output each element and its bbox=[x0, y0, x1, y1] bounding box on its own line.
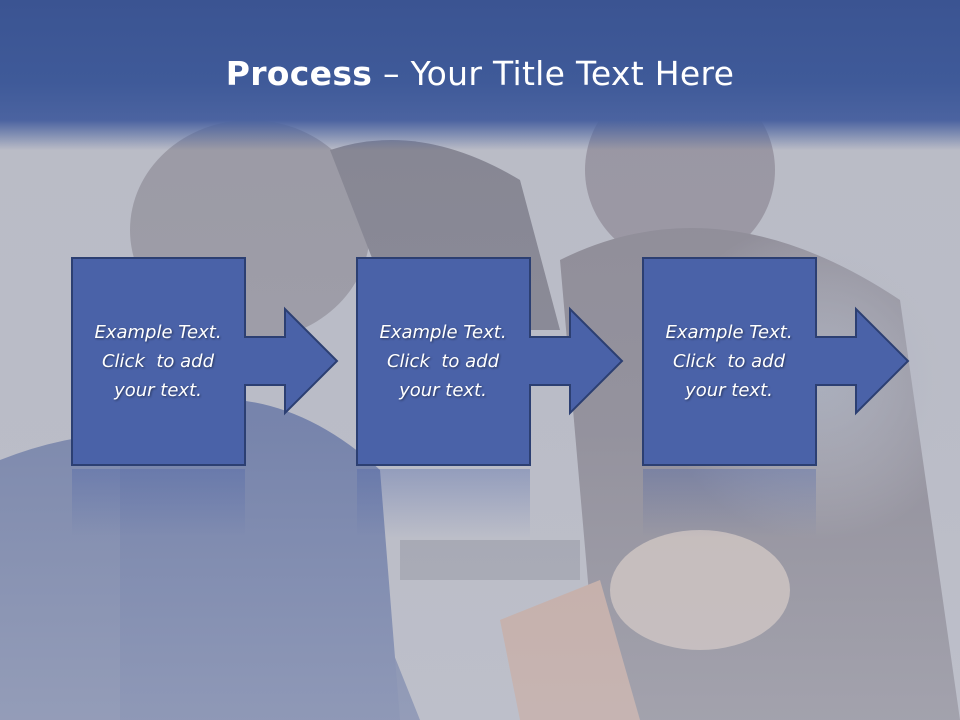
title-bar bbox=[0, 0, 960, 150]
process-step-2[interactable]: Example Text. Click to add your text. bbox=[356, 257, 624, 537]
step-line-2: Click to add bbox=[101, 350, 214, 372]
arrow-box-shape bbox=[642, 257, 910, 537]
step-text[interactable]: Example Text. Click to add your text. bbox=[358, 257, 528, 465]
title-rest: – Your Title Text Here bbox=[372, 54, 735, 93]
step-line-2: Click to add bbox=[386, 350, 499, 372]
step-line-3: your text. bbox=[114, 379, 202, 401]
step-text[interactable]: Example Text. Click to add your text. bbox=[644, 257, 814, 465]
arrow-box-shape bbox=[356, 257, 624, 537]
arrow-box-shape bbox=[71, 257, 339, 537]
step-line-3: your text. bbox=[685, 379, 773, 401]
process-step-1[interactable]: Example Text. Click to add your text. bbox=[71, 257, 339, 537]
step-line-2: Click to add bbox=[672, 350, 785, 372]
step-line-1: Example Text. bbox=[94, 321, 222, 343]
step-line-1: Example Text. bbox=[665, 321, 793, 343]
step-text[interactable]: Example Text. Click to add your text. bbox=[73, 257, 243, 465]
step-line-3: your text. bbox=[399, 379, 487, 401]
process-step-3[interactable]: Example Text. Click to add your text. bbox=[642, 257, 910, 537]
slide-title[interactable]: Process – Your Title Text Here bbox=[0, 52, 960, 96]
step-line-1: Example Text. bbox=[379, 321, 507, 343]
title-bold: Process bbox=[225, 54, 373, 93]
